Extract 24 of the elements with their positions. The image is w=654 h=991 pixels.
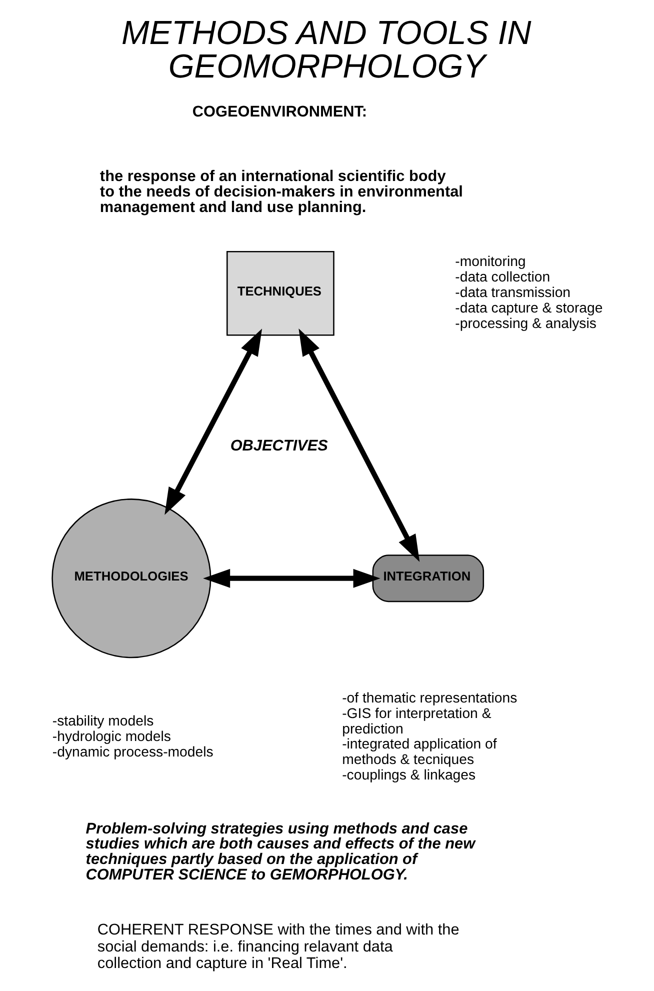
node-box: INTEGRATION	[372, 554, 484, 602]
arrow	[203, 568, 380, 588]
diagram-title: METHODS AND TOOLS IN GEOMORPHOLOGY	[121, 14, 532, 86]
label: Problem-solving strategies using methods and case studies which are both causes and effects of the new techniques partly based on the application of COMPUTER SCIENCE to GEMORPHOLOGY.	[86, 820, 476, 884]
node-label: -GIS for interpretation & prediction	[342, 704, 492, 736]
node-label: -data collection	[455, 268, 550, 285]
label: COHERENT RESPONSE with the times and with the social demands: i.e. financing relavant data collection and capture in 'Real Time'.	[97, 922, 460, 972]
node-label: -couplings & linkages	[342, 766, 476, 783]
node-label: -hydrologic models	[52, 728, 171, 744]
label: COGEOENVIRONMENT:	[192, 103, 368, 120]
node-label: -stability models	[52, 712, 154, 729]
node-label: -data transmission	[455, 284, 571, 300]
node-circle: METHODOLOGIES	[52, 498, 212, 658]
node-label: -data capture & storage	[455, 299, 603, 316]
node-label: -integrated application of methods & tecniques	[342, 736, 497, 768]
node-label: -processing & analysis	[455, 314, 596, 331]
arrow	[164, 328, 262, 515]
node-label: -dynamic process-models	[52, 743, 214, 760]
label: OBJECTIVES	[230, 437, 328, 454]
arrow	[298, 328, 420, 562]
node-box: TECHNIQUES	[226, 251, 334, 336]
node-label: -of thematic representations	[342, 689, 518, 706]
node-label: -monitoring	[455, 253, 526, 270]
label: the response of an international scientific body to the needs of decision-makers in environmental management and land use planning.	[100, 168, 463, 216]
